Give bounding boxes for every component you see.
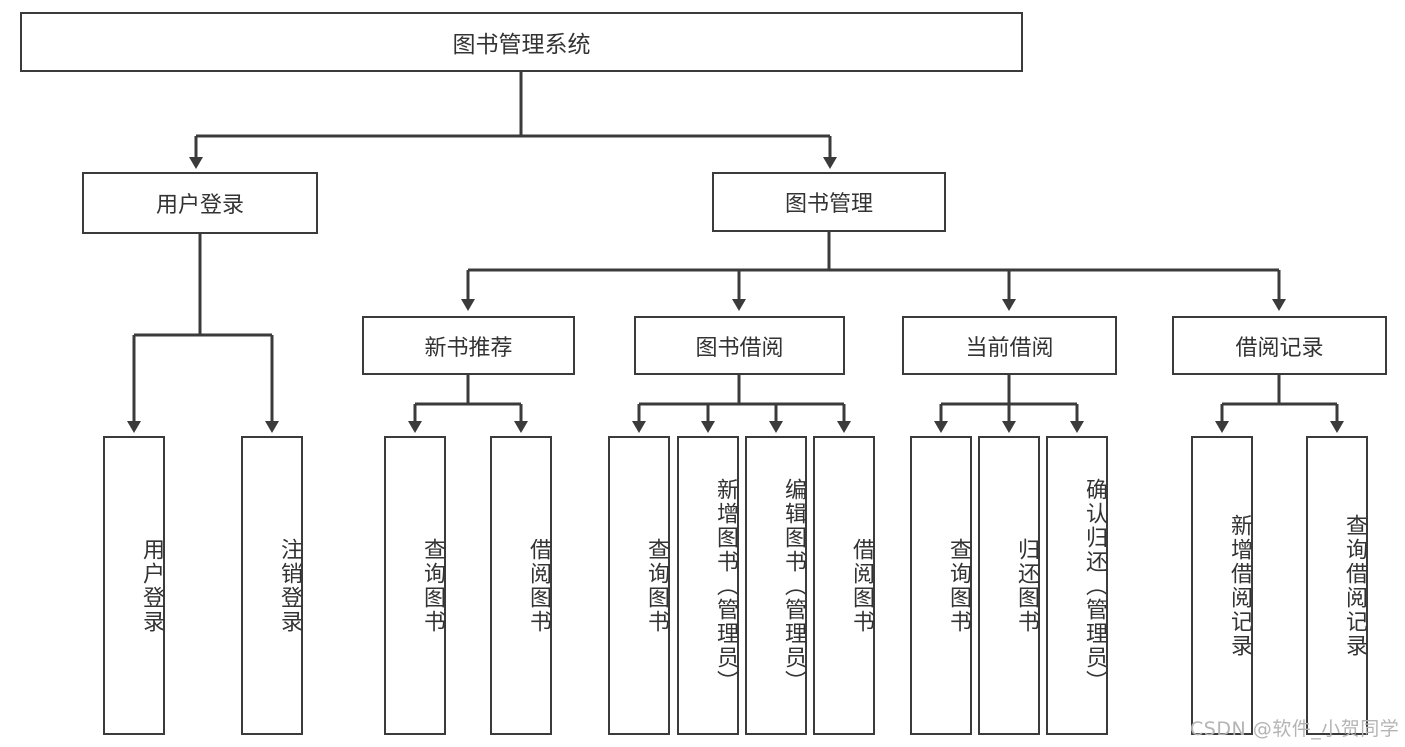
leaf-label: 查询图书 <box>946 537 971 634</box>
node-leaf-borrow-book[interactable]: 借阅图书 <box>813 436 875 735</box>
node-leaf-logout-login[interactable]: 注销登录 <box>241 436 303 735</box>
node-leaf-return-book[interactable]: 归还图书 <box>978 436 1040 735</box>
csdn-watermark: CSDN @软件_小贺同学 <box>1190 718 1400 740</box>
node-book-manage[interactable]: 图书管理 <box>712 172 946 232</box>
node-leaf-query-borrow-record[interactable]: 查询借阅记录 <box>1306 436 1368 735</box>
leaf-label: 查询图书 <box>420 537 445 634</box>
node-leaf-query-book-recommend[interactable]: 查询图书 <box>384 436 446 735</box>
node-book-borrow[interactable]: 图书借阅 <box>634 316 845 375</box>
node-leaf-user-login[interactable]: 用户登录 <box>103 436 165 735</box>
node-root-system[interactable]: 图书管理系统 <box>20 12 1023 72</box>
node-borrow-record[interactable]: 借阅记录 <box>1172 316 1387 375</box>
leaf-label: 查询借阅记录 <box>1342 513 1367 658</box>
node-leaf-confirm-return-admin[interactable]: 确认归还（管理员） <box>1046 436 1108 735</box>
leaf-label: 借阅图书 <box>849 537 874 634</box>
leaf-label: 新增图书（管理员） <box>713 477 738 694</box>
node-leaf-add-borrow-record[interactable]: 新增借阅记录 <box>1191 436 1253 735</box>
leaf-label: 注销登录 <box>277 537 302 634</box>
node-leaf-edit-book-admin[interactable]: 编辑图书（管理员） <box>745 436 807 735</box>
node-leaf-borrow-book-recommend[interactable]: 借阅图书 <box>490 436 552 735</box>
node-leaf-add-book-admin[interactable]: 新增图书（管理员） <box>677 436 739 735</box>
node-leaf-query-book-current[interactable]: 查询图书 <box>910 436 972 735</box>
leaf-label: 查询图书 <box>644 537 669 634</box>
node-current-borrow[interactable]: 当前借阅 <box>902 316 1117 375</box>
leaf-label: 编辑图书（管理员） <box>781 477 806 694</box>
leaf-label: 归还图书 <box>1014 537 1039 634</box>
node-user-login[interactable]: 用户登录 <box>82 172 318 234</box>
node-leaf-query-book-borrow[interactable]: 查询图书 <box>608 436 670 735</box>
leaf-label: 新增借阅记录 <box>1227 513 1252 658</box>
leaf-label: 用户登录 <box>139 537 164 634</box>
node-new-book-recommend[interactable]: 新书推荐 <box>362 316 575 375</box>
leaf-label: 借阅图书 <box>526 537 551 634</box>
leaf-label: 确认归还（管理员） <box>1082 477 1107 694</box>
